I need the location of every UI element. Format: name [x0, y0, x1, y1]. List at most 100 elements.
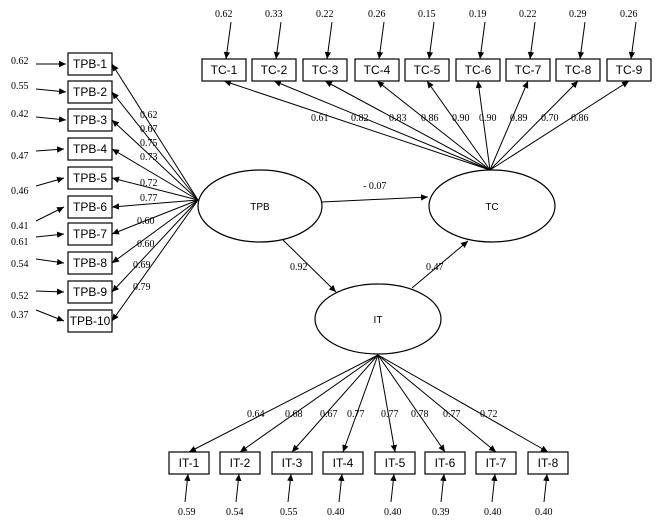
- loading-value-tc-8: 0.70: [541, 113, 559, 124]
- indicator-box-it-1: [168, 451, 210, 475]
- error-arrow-it-5: [390, 473, 397, 503]
- tc-indicator-group: TC-10.620.61TC-20.330.82TC-30.220.83TC-4…: [201, 9, 652, 171]
- latent-tc-label: TC: [485, 202, 498, 213]
- latent-tc: [428, 169, 556, 243]
- indicator-box-it-3: [271, 451, 313, 475]
- loading-arrow-tc-9: [489, 80, 630, 171]
- indicator-label-tc-5: TC-5: [414, 63, 441, 77]
- loading-arrow-tc-7: [489, 80, 529, 171]
- loading-arrow-it-1: [188, 354, 379, 453]
- error-arrow-tc-7: [527, 21, 536, 60]
- error-arrow-tpb-9: [35, 288, 65, 295]
- indicator-label-tc-9: TC-9: [616, 63, 643, 77]
- loading-value-tc-4: 0.86: [421, 113, 439, 124]
- latent-tpb: [197, 169, 323, 243]
- loading-arrow-tpb-3: [111, 119, 199, 201]
- error-arrow-tpb-6: [35, 206, 65, 222]
- error-arrow-tpb-2: [35, 88, 67, 95]
- indicator-label-tpb-9: TPB-9: [73, 285, 107, 299]
- indicator-box-it-6: [424, 451, 466, 475]
- indicator-label-it-4: IT-4: [333, 456, 354, 470]
- path-arrow-it-tc: [411, 240, 469, 289]
- error-arrow-tc-9: [628, 21, 637, 60]
- error-arrow-tc-2: [273, 21, 282, 60]
- indicator-box-tpb-8: [67, 251, 113, 275]
- loading-value-it-1: 0.64: [247, 409, 265, 420]
- error-value-tpb-10: 0.37: [11, 310, 29, 321]
- loading-arrow-tpb-6: [111, 199, 199, 210]
- it-indicator-group: IT-10.590.64IT-20.540.68IT-30.550.67IT-4…: [168, 354, 569, 518]
- loading-arrow-tc-6: [475, 80, 491, 171]
- loading-value-it-5: 0.77: [381, 409, 399, 420]
- error-arrow-tc-8: [577, 21, 586, 60]
- loading-arrow-tc-4: [376, 80, 491, 171]
- indicator-box-it-5: [374, 451, 416, 475]
- error-arrow-tc-5: [426, 21, 435, 60]
- loading-arrow-tc-3: [324, 80, 491, 171]
- loading-arrow-it-4: [342, 354, 379, 453]
- error-value-it-1: 0.59: [178, 507, 196, 518]
- error-value-tc-8: 0.29: [569, 9, 587, 20]
- error-value-tc-7: 0.22: [519, 9, 537, 20]
- indicator-box-it-7: [475, 451, 517, 475]
- indicator-label-tc-7: TC-7: [515, 63, 542, 77]
- loading-value-it-4: 0.77: [347, 409, 365, 420]
- loading-arrow-it-6: [377, 354, 446, 453]
- loading-value-tpb-3: 0.75: [140, 138, 158, 149]
- loading-arrow-tpb-4: [111, 148, 199, 201]
- indicator-box-tc-7: [505, 58, 551, 82]
- loading-arrow-tc-1: [223, 80, 491, 171]
- indicator-label-tc-3: TC-3: [312, 63, 339, 77]
- loading-value-tpb-8: 0.60: [137, 239, 155, 250]
- error-arrow-tc-3: [324, 21, 333, 60]
- indicator-label-it-6: IT-6: [435, 456, 456, 470]
- loading-arrow-tpb-5: [111, 176, 199, 201]
- indicator-label-tc-1: TC-1: [211, 63, 238, 77]
- error-arrow-it-4: [338, 473, 345, 503]
- path-arrow-tpb-it: [282, 239, 337, 293]
- error-arrow-tpb-10: [35, 309, 65, 322]
- error-value-tc-2: 0.33: [265, 9, 283, 20]
- error-value-tpb-8: 0.54: [11, 259, 29, 270]
- loading-value-tc-1: 0.61: [311, 113, 329, 124]
- indicator-box-tpb-7: [67, 222, 113, 246]
- indicator-label-tpb-10: TPB-10: [70, 314, 111, 328]
- error-arrow-tpb-3: [35, 116, 67, 123]
- indicator-box-tc-3: [302, 58, 348, 82]
- indicator-box-tc-2: [251, 58, 297, 82]
- loading-value-tpb-7: 0.60: [137, 216, 155, 227]
- error-value-tc-4: 0.26: [368, 9, 386, 20]
- error-value-it-4: 0.40: [327, 507, 345, 518]
- loading-value-tpb-10: 0.79: [133, 282, 151, 293]
- error-arrow-it-8: [543, 473, 550, 503]
- indicator-label-tpb-8: TPB-8: [73, 256, 107, 270]
- loading-value-tpb-9: 0.69: [133, 260, 151, 271]
- indicator-label-tpb-6: TPB-6: [73, 200, 107, 214]
- loading-arrow-tpb-1: [111, 63, 199, 201]
- indicator-box-tc-9: [606, 58, 652, 82]
- indicator-label-tc-4: TC-4: [364, 63, 391, 77]
- indicator-label-it-7: IT-7: [486, 456, 507, 470]
- loading-arrow-tc-8: [489, 80, 579, 171]
- indicator-box-tpb-2: [67, 80, 113, 104]
- error-value-tpb-4: 0.47: [11, 151, 29, 162]
- indicator-label-it-5: IT-5: [385, 456, 406, 470]
- indicator-box-it-4: [322, 451, 364, 475]
- error-value-tc-6: 0.19: [469, 9, 487, 20]
- loading-value-tpb-1: 0.62: [140, 110, 158, 121]
- indicator-label-it-2: IT-2: [230, 456, 251, 470]
- indicator-box-tpb-3: [67, 108, 113, 132]
- indicator-box-it-2: [219, 451, 261, 475]
- error-value-tpb-6: 0.41: [11, 221, 29, 232]
- indicator-box-tpb-9: [67, 280, 113, 304]
- indicator-label-it-8: IT-8: [538, 456, 559, 470]
- error-value-tpb-7: 0.61: [11, 237, 29, 248]
- indicator-label-it-3: IT-3: [282, 456, 303, 470]
- latent-tpb-label: TPB: [250, 202, 270, 213]
- indicator-box-tc-5: [404, 58, 450, 82]
- indicator-label-tc-6: TC-6: [465, 63, 492, 77]
- error-arrow-it-1: [184, 473, 191, 503]
- indicator-box-tc-6: [455, 58, 501, 82]
- loading-value-tpb-2: 0.67: [140, 124, 158, 135]
